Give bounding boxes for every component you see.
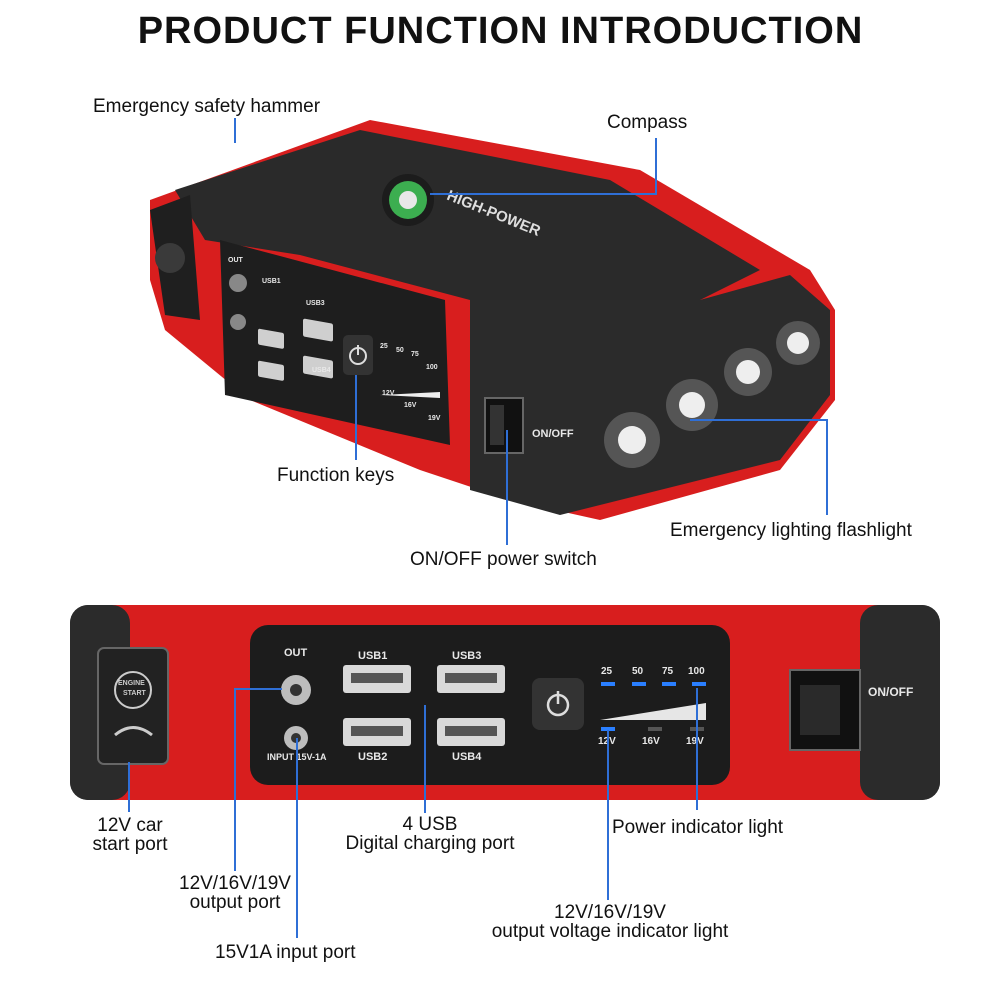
voltage-indicator-label-2: output voltage indicator light (491, 921, 729, 942)
engine-label: ENGINE (118, 680, 145, 687)
compass-leader-h (430, 193, 657, 195)
engine-start-cap (97, 647, 169, 765)
power-indicator-label: Power indicator light (612, 817, 784, 838)
top-level-75: 75 (411, 351, 419, 358)
top-volt-16: 16V (404, 402, 417, 409)
bottom-volt-19: 19V (686, 736, 704, 747)
top-volt-19: 19V (428, 415, 441, 422)
bottom-level-50: 50 (632, 666, 644, 677)
bottom-level-75: 75 (662, 666, 674, 677)
top-level-50: 50 (396, 347, 404, 354)
output-port-leader-v (234, 688, 236, 871)
output-port-label-1: 12V/16V/19V (179, 873, 291, 894)
top-usb4-port (303, 355, 333, 379)
flashlight-icon (604, 321, 820, 468)
function-keys-leader (355, 375, 357, 460)
top-level-100: 100 (426, 364, 438, 371)
top-volt-12: 12V (382, 390, 395, 397)
bottom-usb3-label: USB3 (452, 650, 482, 662)
start-label: START (123, 690, 146, 697)
car-start-label-2: start port (92, 834, 168, 855)
led-75 (662, 682, 676, 686)
top-onoff-label: ON/OFF (532, 428, 574, 440)
flashlight-label: Emergency lighting flashlight (670, 520, 912, 541)
onoff-leader (506, 430, 508, 545)
output-port-label-2: output port (189, 892, 281, 913)
usb-label-1: 4 USB (402, 814, 458, 835)
function-keys-label: Function keys (277, 465, 395, 486)
top-usb4-label: USB4 (312, 367, 331, 374)
usb-leader (424, 705, 426, 813)
led-16v (648, 727, 662, 731)
top-device-front (470, 275, 830, 515)
power-icon (349, 345, 367, 365)
hammer-label: Emergency safety hammer (93, 96, 321, 117)
bottom-onoff-label: ON/OFF (868, 685, 914, 699)
top-device-cover (175, 130, 760, 300)
led-50 (632, 682, 646, 686)
led-100 (692, 682, 706, 686)
bottom-volt-16: 16V (642, 736, 660, 747)
top-in-port (230, 314, 246, 330)
bottom-usb2-label: USB2 (358, 751, 388, 763)
top-out-label: OUT (228, 257, 243, 264)
top-level-bar (380, 392, 440, 398)
input-port-leader (296, 738, 298, 938)
input-port-label: 15V1A input port (215, 942, 356, 963)
top-out-port (229, 274, 247, 292)
page-title: PRODUCT FUNCTION INTRODUCTION (137, 10, 864, 52)
bottom-volt-12: 12V (598, 736, 616, 747)
bottom-out-label: OUT (284, 647, 308, 659)
top-usb3-port (303, 318, 333, 342)
bottom-usb4-label: USB4 (452, 751, 482, 763)
flashlight-leader-h (690, 419, 828, 421)
top-usb1-port (258, 328, 284, 349)
usb-label-2: Digital charging port (345, 833, 515, 854)
voltage-indicator-leader (607, 730, 609, 900)
level-wedge (600, 703, 706, 720)
power-indicator-leader (696, 688, 698, 810)
car-start-leader (128, 762, 130, 812)
top-hammer-knob (155, 243, 185, 273)
bottom-level-25: 25 (601, 666, 613, 677)
top-usb3-label: USB3 (306, 300, 325, 307)
bottom-level-100: 100 (688, 666, 705, 677)
compass-icon (382, 174, 434, 226)
onoff-switch-label: ON/OFF power switch (410, 549, 597, 570)
bottom-onoff-switch (789, 669, 861, 751)
hammer-leader (234, 118, 236, 143)
bottom-right-cap (860, 605, 940, 800)
output-port-leader-h (234, 688, 282, 690)
top-usb1-label: USB1 (262, 278, 281, 285)
engine-start-icon (114, 671, 152, 709)
top-port-panel (220, 240, 450, 445)
car-start-label-1: 12V car (97, 815, 163, 836)
top-level-25: 25 (380, 343, 388, 350)
led-12v (601, 727, 615, 731)
top-usb2-port (258, 360, 284, 381)
led-25 (601, 682, 615, 686)
power-icon (546, 691, 570, 717)
voltage-indicator-label-1: 12V/16V/19V (554, 902, 666, 923)
compass-leader-v (655, 138, 657, 194)
compass-label: Compass (607, 112, 688, 133)
flashlight-leader-v (826, 420, 828, 515)
bottom-usb1-label: USB1 (358, 650, 388, 662)
